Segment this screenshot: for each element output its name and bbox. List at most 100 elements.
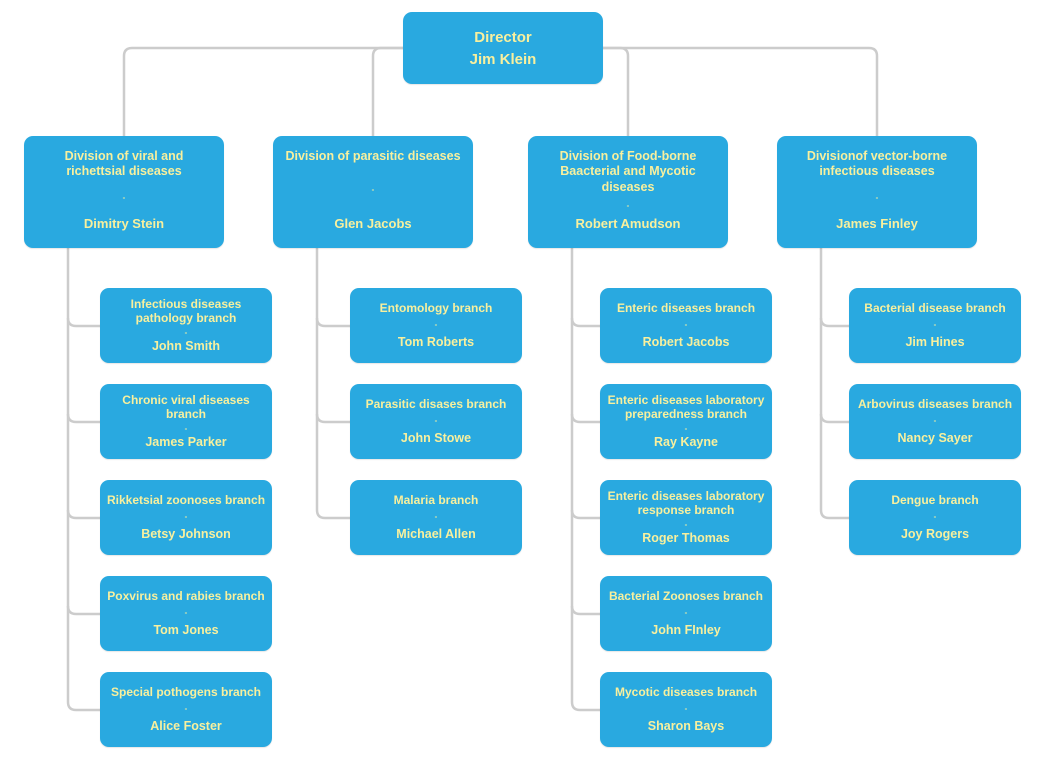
branch-box: Enteric diseases branch - Robert Jacobs — [600, 288, 772, 363]
branch-box: Chronic viral diseases branch - James Pa… — [100, 384, 272, 459]
division-manager: Dimitry Stein — [83, 216, 165, 232]
branch-manager: Tom Jones — [153, 623, 219, 638]
branch-manager: Robert Jacobs — [642, 335, 730, 350]
division-box-vectorborne: Divisionof vector-borne infectious disea… — [777, 136, 977, 248]
branch-box: Mycotic diseases branch - Sharon Bays — [600, 672, 772, 747]
division-manager: Robert Amudson — [575, 216, 681, 232]
divider-dash: - — [184, 704, 188, 714]
divider-dash: - — [933, 512, 937, 522]
connector — [570, 317, 600, 328]
divider-dash: - — [933, 416, 937, 426]
connector — [570, 413, 600, 424]
connector — [819, 248, 849, 520]
connector — [315, 413, 350, 424]
branch-manager: John Stowe — [400, 431, 472, 446]
branch-title: Arbovirus diseases branch — [857, 396, 1013, 411]
division-title: Divisionof vector-borne infectious disea… — [806, 149, 948, 179]
branch-manager: Betsy Johnson — [141, 527, 231, 542]
connector — [603, 46, 630, 136]
branch-box: Rikketsial zoonoses branch - Betsy Johns… — [100, 480, 272, 555]
branch-title: Dengue branch — [891, 492, 979, 507]
branch-title: Enteric diseases laboratory preparedness… — [607, 392, 765, 422]
branch-manager: James Parker — [145, 435, 227, 450]
division-box-parasitic: Division of parasitic diseases - Glen Ja… — [273, 136, 473, 248]
branch-box: Infectious diseases pathology branch - J… — [100, 288, 272, 363]
branch-manager: Michael Allen — [396, 527, 476, 542]
branch-box: Entomology branch - Tom Roberts — [350, 288, 522, 363]
branch-title: Rikketsial zoonoses branch — [106, 492, 266, 507]
division-manager: Glen Jacobs — [334, 216, 412, 232]
branch-manager: Roger Thomas — [642, 531, 730, 546]
division-box-viral-richettsial: Division of viral and richettsial diseas… — [24, 136, 224, 248]
connector — [819, 317, 849, 328]
branch-manager: Tom Roberts — [397, 335, 475, 350]
division-box-foodborne-mycotic: Division of Food-borne Baacterial and My… — [528, 136, 728, 248]
branch-manager: Sharon Bays — [647, 719, 725, 734]
branch-box: Enteric diseases laboratory preparedness… — [600, 384, 772, 459]
branch-title: Bacterial Zoonoses branch — [608, 588, 764, 603]
connector — [66, 509, 100, 520]
branch-title: Chronic viral diseases branch — [122, 392, 250, 422]
branch-manager: Alice Foster — [150, 719, 222, 734]
divider-dash: - — [684, 519, 688, 529]
branch-title: Malaria branch — [393, 492, 479, 507]
branch-manager: John FInley — [651, 623, 721, 638]
divider-dash: - — [434, 416, 438, 426]
director-name: Jim Klein — [469, 50, 537, 68]
branch-box: Dengue branch - Joy Rogers — [849, 480, 1021, 555]
connector — [66, 248, 100, 712]
branch-title: Infectious diseases pathology branch — [130, 296, 242, 326]
branch-box: Poxvirus and rabies branch - Tom Jones — [100, 576, 272, 651]
branch-box: Malaria branch - Michael Allen — [350, 480, 522, 555]
division-title: Division of Food-borne Baacterial and My… — [559, 149, 697, 194]
divider-dash: - — [434, 512, 438, 522]
connector — [66, 605, 100, 616]
branch-manager: John Smith — [151, 339, 221, 354]
divider-dash: - — [684, 423, 688, 433]
divider-dash: - — [434, 320, 438, 330]
branch-manager: Nancy Sayer — [897, 431, 973, 446]
division-title: Division of parasitic diseases — [285, 149, 461, 163]
branch-title: Enteric diseases branch — [616, 300, 756, 315]
connector — [66, 317, 100, 328]
divider-dash: - — [184, 608, 188, 618]
branch-title: Parasitic disases branch — [365, 396, 507, 411]
divider-dash: - — [371, 185, 375, 195]
connector — [570, 509, 600, 520]
branch-title: Poxvirus and rabies branch — [107, 588, 265, 603]
branch-manager: Ray Kayne — [654, 435, 718, 450]
divider-dash: - — [626, 200, 630, 210]
director-title: Director — [474, 28, 532, 46]
divider-dash: - — [933, 320, 937, 330]
branch-manager: Joy Rogers — [900, 527, 970, 542]
branch-box: Bacterial Zoonoses branch - John FInley — [600, 576, 772, 651]
branch-box: Bacterial disease branch - Jim Hines — [849, 288, 1021, 363]
branch-title: Entomology branch — [379, 300, 493, 315]
divider-dash: - — [184, 423, 188, 433]
connector — [371, 46, 403, 136]
branch-title: Special pothogens branch — [110, 684, 262, 699]
connector — [819, 413, 849, 424]
divider-dash: - — [184, 327, 188, 337]
connector — [66, 413, 100, 424]
division-title: Division of viral and richettsial diseas… — [64, 149, 184, 179]
connector — [570, 248, 600, 712]
branch-manager: Jim Hines — [905, 335, 965, 350]
divider-dash: - — [184, 512, 188, 522]
connector — [122, 46, 403, 136]
connector — [603, 46, 879, 136]
branch-title: Bacterial disease branch — [864, 300, 1006, 315]
connector — [570, 605, 600, 616]
divider-dash: - — [684, 704, 688, 714]
divider-dash: - — [684, 608, 688, 618]
divider-dash: - — [875, 193, 879, 203]
branch-box: Arbovirus diseases branch - Nancy Sayer — [849, 384, 1021, 459]
branch-box: Enteric diseases laboratory response bra… — [600, 480, 772, 555]
branch-title: Mycotic diseases branch — [614, 684, 758, 699]
connector — [315, 317, 350, 328]
divider-dash: - — [684, 320, 688, 330]
division-manager: James Finley — [836, 216, 918, 232]
divider-dash: - — [122, 193, 126, 203]
